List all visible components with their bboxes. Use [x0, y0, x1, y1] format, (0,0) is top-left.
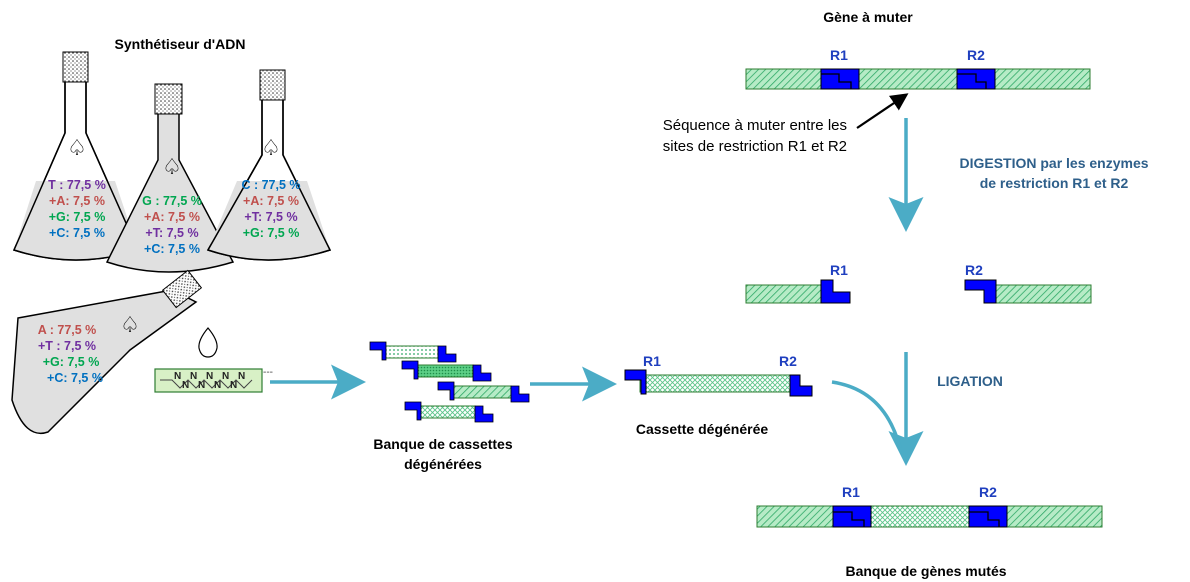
site-label-r2: R2 [979, 484, 997, 500]
spade-icon: ♤ [261, 135, 281, 160]
oligo-nucleotides: N N N N N N N N N [157, 371, 262, 391]
digestion-label-line-1: DIGESTION par les enzymes [959, 155, 1149, 171]
flask-c [206, 69, 332, 261]
site-label-r2: R2 [967, 47, 985, 63]
sequence-pointer-arrow [856, 93, 909, 129]
nucleotide-n: N [214, 380, 222, 391]
sequence-note-line-2: sites de restriction R1 et R2 [662, 138, 847, 155]
library-cassette-2 [401, 360, 492, 382]
flask-line: +G: 7,5 % [242, 226, 300, 240]
mutated-bank-label: Banque de gènes mutés [845, 563, 1007, 579]
flask-line: +G: 7,5 % [42, 355, 100, 369]
gene-to-mutate [745, 68, 1091, 90]
flask-line: +A: 7,5 % [144, 210, 200, 224]
ligation-label: LIGATION [937, 373, 1003, 389]
flask-line: T : 77,5 % [48, 178, 106, 192]
oligo-continuation: --- [263, 367, 273, 378]
digested-fragment-right [964, 279, 1092, 304]
droplet-icon [198, 327, 218, 358]
digestion-label-line-2: de restriction R1 et R2 [979, 175, 1129, 191]
arrow-cassette-into-gene [831, 380, 902, 449]
mutated-gene [756, 505, 1103, 528]
nucleotide-n: N [222, 371, 230, 382]
flask-line: +T: 7,5 % [145, 226, 199, 240]
flask-line: +C: 7,5 % [49, 226, 105, 240]
site-label-r1: R1 [643, 353, 661, 369]
nucleotide-n: N [182, 380, 190, 391]
flask-g [105, 83, 235, 273]
flask-line: +C: 7,5 % [144, 242, 200, 256]
flask-line: +C: 7,5 % [47, 371, 103, 385]
library-cassette-1 [369, 341, 457, 363]
site-label-r1: R1 [842, 484, 860, 500]
flask-line: C : 77,5 % [241, 178, 301, 192]
spade-icon: ♤ [162, 154, 182, 179]
site-label-r1: R1 [830, 262, 848, 278]
nucleotide-n: N [230, 380, 238, 391]
spade-icon: ♤ [67, 135, 87, 160]
spade-icon: ♤ [120, 312, 140, 337]
flask-line: +G: 7,5 % [48, 210, 106, 224]
site-label-r2: R2 [779, 353, 797, 369]
flask-line: +T: 7,5 % [244, 210, 298, 224]
site-label-r2: R2 [965, 262, 983, 278]
cassette-label: Cassette dégénérée [635, 421, 769, 437]
library-cassette-4 [404, 401, 494, 423]
nucleotide-n: N [190, 371, 198, 382]
site-label-r1: R1 [830, 47, 848, 63]
cassette-library [369, 341, 530, 423]
digested-fragment-left [745, 279, 851, 304]
nucleotide-n: N [238, 371, 246, 382]
flask-line: G : 77,5 % [142, 194, 202, 208]
nucleotide-n: N [198, 380, 206, 391]
oligo-chain [160, 379, 253, 389]
library-cassette-3 [437, 381, 530, 403]
flask-line: +T : 7,5 % [37, 339, 97, 353]
gene-title: Gène à muter [823, 9, 913, 25]
nucleotide-n: N [206, 371, 214, 382]
flask-line: A : 77,5 % [37, 323, 97, 337]
flask-line: +A: 7,5 % [49, 194, 105, 208]
sequence-note-line-1: Séquence à muter entre les [662, 117, 847, 134]
synthesizer-title: Synthétiseur d'ADN [114, 36, 246, 52]
degenerate-cassette [624, 369, 813, 397]
library-label-line-1: Banque de cassettes [373, 436, 513, 452]
flask-line: +A: 7,5 % [243, 194, 299, 208]
flask-t [12, 51, 140, 261]
library-label-line-2: dégénérées [404, 456, 482, 472]
flask-a [11, 269, 203, 434]
nucleotide-n: N [174, 371, 182, 382]
